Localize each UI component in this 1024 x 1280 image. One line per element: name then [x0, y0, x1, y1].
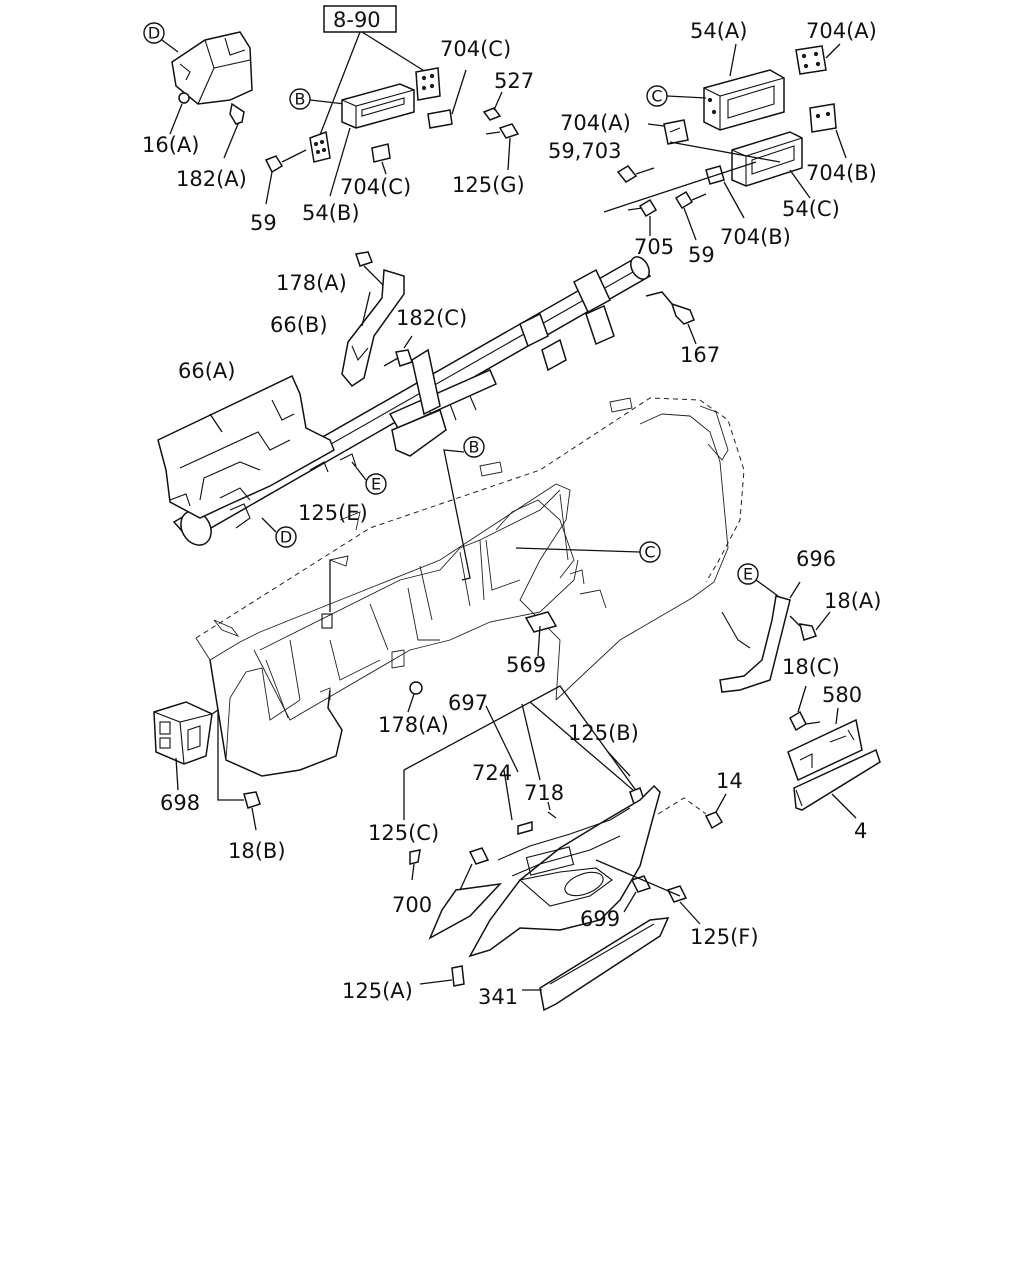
callout-c-panel-text: C [644, 543, 655, 562]
ref-box-text: 8-90 [333, 8, 381, 32]
label-16A: 16(A) [142, 133, 199, 157]
part-66a [157, 374, 335, 519]
callout-b-top-text: B [295, 90, 306, 109]
label-580: 580 [822, 683, 862, 707]
label-178Aa: 178(A) [276, 271, 347, 295]
label-704Ab: 704(A) [560, 111, 631, 135]
bracket-54a-group: C [603, 43, 847, 241]
label-698: 698 [160, 791, 200, 815]
part-66b [341, 269, 405, 387]
label-59-703: 59,703 [548, 139, 621, 163]
label-125B: 125(B) [568, 721, 639, 745]
label-704Aa: 704(A) [806, 19, 877, 43]
callout-e-right [737, 563, 759, 585]
label-18B: 18(B) [228, 839, 286, 863]
label-4: 4 [854, 819, 867, 843]
part-698-group [153, 701, 261, 831]
label-125C: 125(C) [368, 821, 439, 845]
instrument-panel-group [195, 397, 745, 777]
label-696: 696 [796, 547, 836, 571]
bracket-d-group: D [143, 22, 253, 159]
part-580 [787, 718, 863, 782]
bracket-54b-group: B [264, 67, 520, 205]
label-697: 697 [448, 691, 488, 715]
label-167: 167 [680, 343, 720, 367]
label-724: 724 [472, 761, 512, 785]
label-125F: 125(F) [690, 925, 759, 949]
label-699: 699 [580, 907, 620, 931]
label-18C: 18(C) [782, 655, 840, 679]
label-700: 700 [392, 893, 432, 917]
label-125G: 125(G) [452, 173, 525, 197]
callout-d-beam-text: D [280, 528, 292, 547]
part-54a [703, 69, 785, 131]
crossbeam-group [157, 251, 697, 546]
label-125A: 125(A) [342, 979, 413, 1003]
part-696 [719, 595, 791, 693]
callout-d-beam [275, 526, 297, 548]
label-704Bb: 704(B) [720, 225, 791, 249]
label-705: 705 [634, 235, 674, 259]
label-14: 14 [716, 769, 743, 793]
label-54C: 54(C) [782, 197, 840, 221]
label-718: 718 [524, 781, 564, 805]
label-66B: 66(B) [270, 313, 328, 337]
label-182A: 182(A) [176, 167, 247, 191]
label-704Ca: 704(C) [340, 175, 411, 199]
ref-box [323, 5, 397, 33]
label-66A: 66(A) [178, 359, 235, 383]
label-18A: 18(A) [824, 589, 881, 613]
part-panel-lower-left [209, 659, 343, 777]
label-59b: 59 [688, 243, 715, 267]
label-704Ba: 704(B) [806, 161, 877, 185]
label-341: 341 [478, 985, 518, 1009]
callout-d-top [143, 22, 165, 44]
label-178Ab: 178(A) [378, 713, 449, 737]
lower-trim-group [403, 685, 727, 1012]
callout-b-panel [463, 436, 485, 458]
label-59a: 59 [250, 211, 277, 235]
label-54A: 54(A) [690, 19, 747, 43]
bracket-696-group: E [719, 563, 881, 819]
callout-e-beam [365, 473, 387, 495]
label-527: 527 [494, 69, 534, 93]
label-569: 569 [506, 653, 546, 677]
label-704Cb: 704(C) [440, 37, 511, 61]
part-700-cover [428, 882, 502, 940]
part-bracket-d [171, 31, 253, 105]
part-4 [793, 748, 881, 811]
callout-c-top-text: C [651, 87, 662, 106]
label-54B: 54(B) [302, 201, 360, 225]
part-341 [539, 917, 670, 1012]
label-182C: 182(C) [396, 306, 467, 330]
callout-b-panel-text: B [469, 438, 480, 457]
label-125E: 125(E) [298, 501, 368, 525]
callout-d-top-text: D [148, 24, 160, 43]
callout-b-top [289, 88, 311, 110]
callout-e-beam-text: E [371, 475, 381, 494]
callout-e-right-text: E [743, 565, 753, 584]
